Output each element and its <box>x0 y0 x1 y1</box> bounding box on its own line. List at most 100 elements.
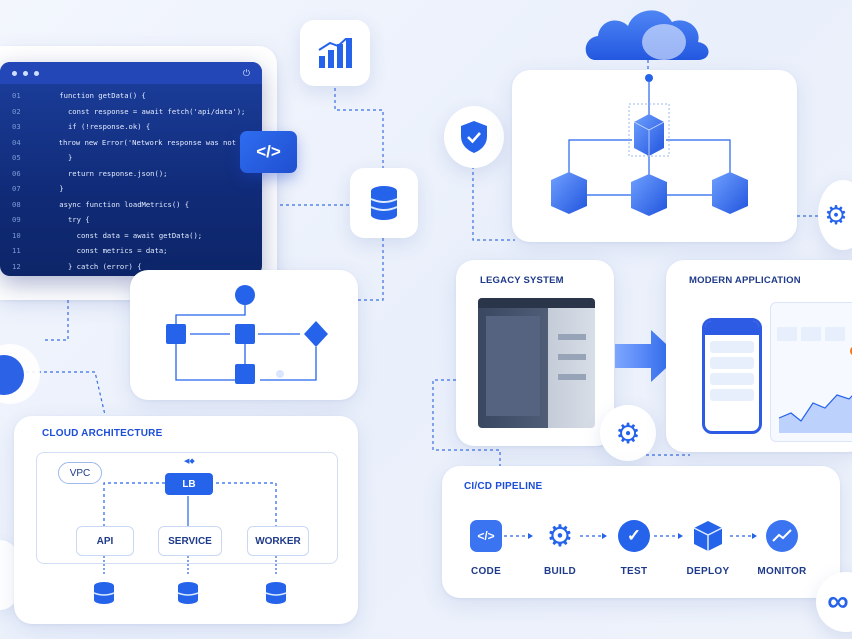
shield-icon-box <box>444 106 504 168</box>
flowchart <box>166 285 328 384</box>
service-node: SERVICE <box>158 526 222 556</box>
line-number: 11 <box>12 246 21 255</box>
pipeline-title: CI/CD PIPELINE <box>464 481 543 492</box>
left-cloud-icon <box>0 344 40 404</box>
code-line: 04 throw new Error('Network response was… <box>0 135 262 151</box>
dashboard-chart <box>777 327 852 433</box>
code-line: 03 if (!response.ok) { <box>0 119 262 135</box>
cloud-architecture-title: CLOUD ARCHITECTURE <box>42 428 163 439</box>
code-line: 08 async function loadMetrics() { <box>0 197 262 213</box>
legacy-line <box>558 334 586 340</box>
line-text: } <box>42 153 73 162</box>
load-balancer-node: LB <box>165 473 213 495</box>
gear-icon: ⚙ <box>546 519 574 553</box>
line-number: 04 <box>12 137 21 147</box>
cloud-icon <box>585 10 709 60</box>
check-icon: ✓ <box>618 520 650 552</box>
legacy-title: LEGACY SYSTEM <box>480 275 564 286</box>
power-icon[interactable]: ⏻ <box>242 67 250 78</box>
code-line: 01 function getData() { <box>0 88 262 104</box>
line-text: if (!response.ok) { <box>42 122 151 131</box>
pipeline-step-test: ✓ TEST <box>604 520 664 577</box>
pipeline-label: CODE <box>470 566 502 577</box>
vpc-boundary <box>36 452 338 564</box>
worker-node: WORKER <box>247 526 309 556</box>
line-text: } catch (error) { <box>42 261 142 271</box>
infinity-icon: ∞ <box>827 585 849 618</box>
line-number: 05 <box>12 153 21 162</box>
code-line: 07 } <box>0 181 262 197</box>
code-line: 06 return response.json(); <box>0 166 262 182</box>
legacy-panel <box>486 316 540 416</box>
line-number: 10 <box>12 230 21 240</box>
line-text: const response = await fetch('api/data')… <box>42 106 246 116</box>
line-text: } <box>42 184 64 193</box>
window-dot <box>34 70 39 76</box>
line-number: 12 <box>12 261 21 271</box>
cicd-pipeline-card: CI/CD PIPELINE </> CODE ⚙ BUILD ✓ TEST D… <box>442 466 840 598</box>
line-number: 08 <box>12 199 21 209</box>
code-line: 12 } catch (error) { <box>0 259 262 275</box>
line-text: async function loadMetrics() { <box>42 199 190 209</box>
cloud-architecture-card: CLOUD ARCHITECTURE ◀◆ VPC LB API SERVICE… <box>14 416 358 624</box>
legacy-titlebar <box>478 298 595 308</box>
phone-row <box>710 373 754 385</box>
code-editor: ⏻ 01 function getData() {02 const respon… <box>0 62 262 276</box>
phone-header <box>705 321 759 335</box>
code-line: 02 const response = await fetch('api/dat… <box>0 104 262 120</box>
database-icon-box <box>350 168 418 238</box>
pipeline-label: MONITOR <box>757 566 807 577</box>
line-number: 01 <box>12 91 21 100</box>
line-text: function getData() { <box>42 91 146 100</box>
line-number: 07 <box>12 184 21 193</box>
flow-diagram-card <box>130 270 358 400</box>
code-line: 11 const metrics = data; <box>0 243 262 259</box>
editor-titlebar: ⏻ <box>0 62 262 84</box>
line-number: 03 <box>12 122 21 131</box>
line-text: const metrics = data; <box>42 246 168 255</box>
pipeline-step-build: ⚙ BUILD <box>530 519 590 578</box>
modern-application-card: MODERN APPLICATION <box>666 260 852 452</box>
pipeline-label: DEPLOY <box>686 566 730 577</box>
phone-row <box>710 389 754 401</box>
migration-arrow-icon <box>615 330 679 382</box>
line-number: 06 <box>12 168 21 178</box>
phone-mockup <box>702 318 762 434</box>
legacy-line <box>558 374 586 380</box>
bar-chart-icon <box>318 38 352 68</box>
code-line: 10 const data = await getData(); <box>0 228 262 244</box>
dashboard-screen <box>770 302 852 442</box>
phone-row <box>710 341 754 353</box>
code-icon: </> <box>470 520 502 552</box>
line-text: throw new Error('Network response was no… <box>24 137 262 147</box>
architecture-links: ◀◆ <box>93 457 287 604</box>
database-icon <box>370 186 398 220</box>
window-dot <box>23 70 28 76</box>
vpc-label: VPC <box>58 462 102 484</box>
line-text: const data = await getData(); <box>42 230 203 240</box>
pipeline-label: TEST <box>620 566 648 577</box>
legacy-line <box>558 354 586 360</box>
line-number: 02 <box>12 106 21 116</box>
chart-icon-box <box>300 20 370 86</box>
network-diagram-card <box>512 70 797 242</box>
code-lines: 01 function getData() {02 const response… <box>0 84 262 276</box>
pipeline-label: BUILD <box>543 566 577 577</box>
window-dot <box>12 70 17 76</box>
line-text: return response.json(); <box>42 168 168 178</box>
gear-icon: ⚙ <box>615 417 641 449</box>
pipeline-step-deploy: DEPLOY <box>678 520 738 577</box>
trend-icon <box>766 520 798 552</box>
package-icon <box>692 520 724 552</box>
code-line: 09 try { <box>0 212 262 228</box>
code-line: 05 } <box>0 150 262 166</box>
api-node: API <box>76 526 134 556</box>
legacy-screen <box>478 298 595 428</box>
line-number: 09 <box>12 215 21 224</box>
svg-text:◀◆: ◀◆ <box>184 457 195 465</box>
settings-icon-box: ⚙ <box>600 405 656 461</box>
shield-check-icon <box>461 121 487 153</box>
pipeline-step-code: </> CODE <box>456 520 516 577</box>
gear-icon: ⚙ <box>824 199 848 230</box>
